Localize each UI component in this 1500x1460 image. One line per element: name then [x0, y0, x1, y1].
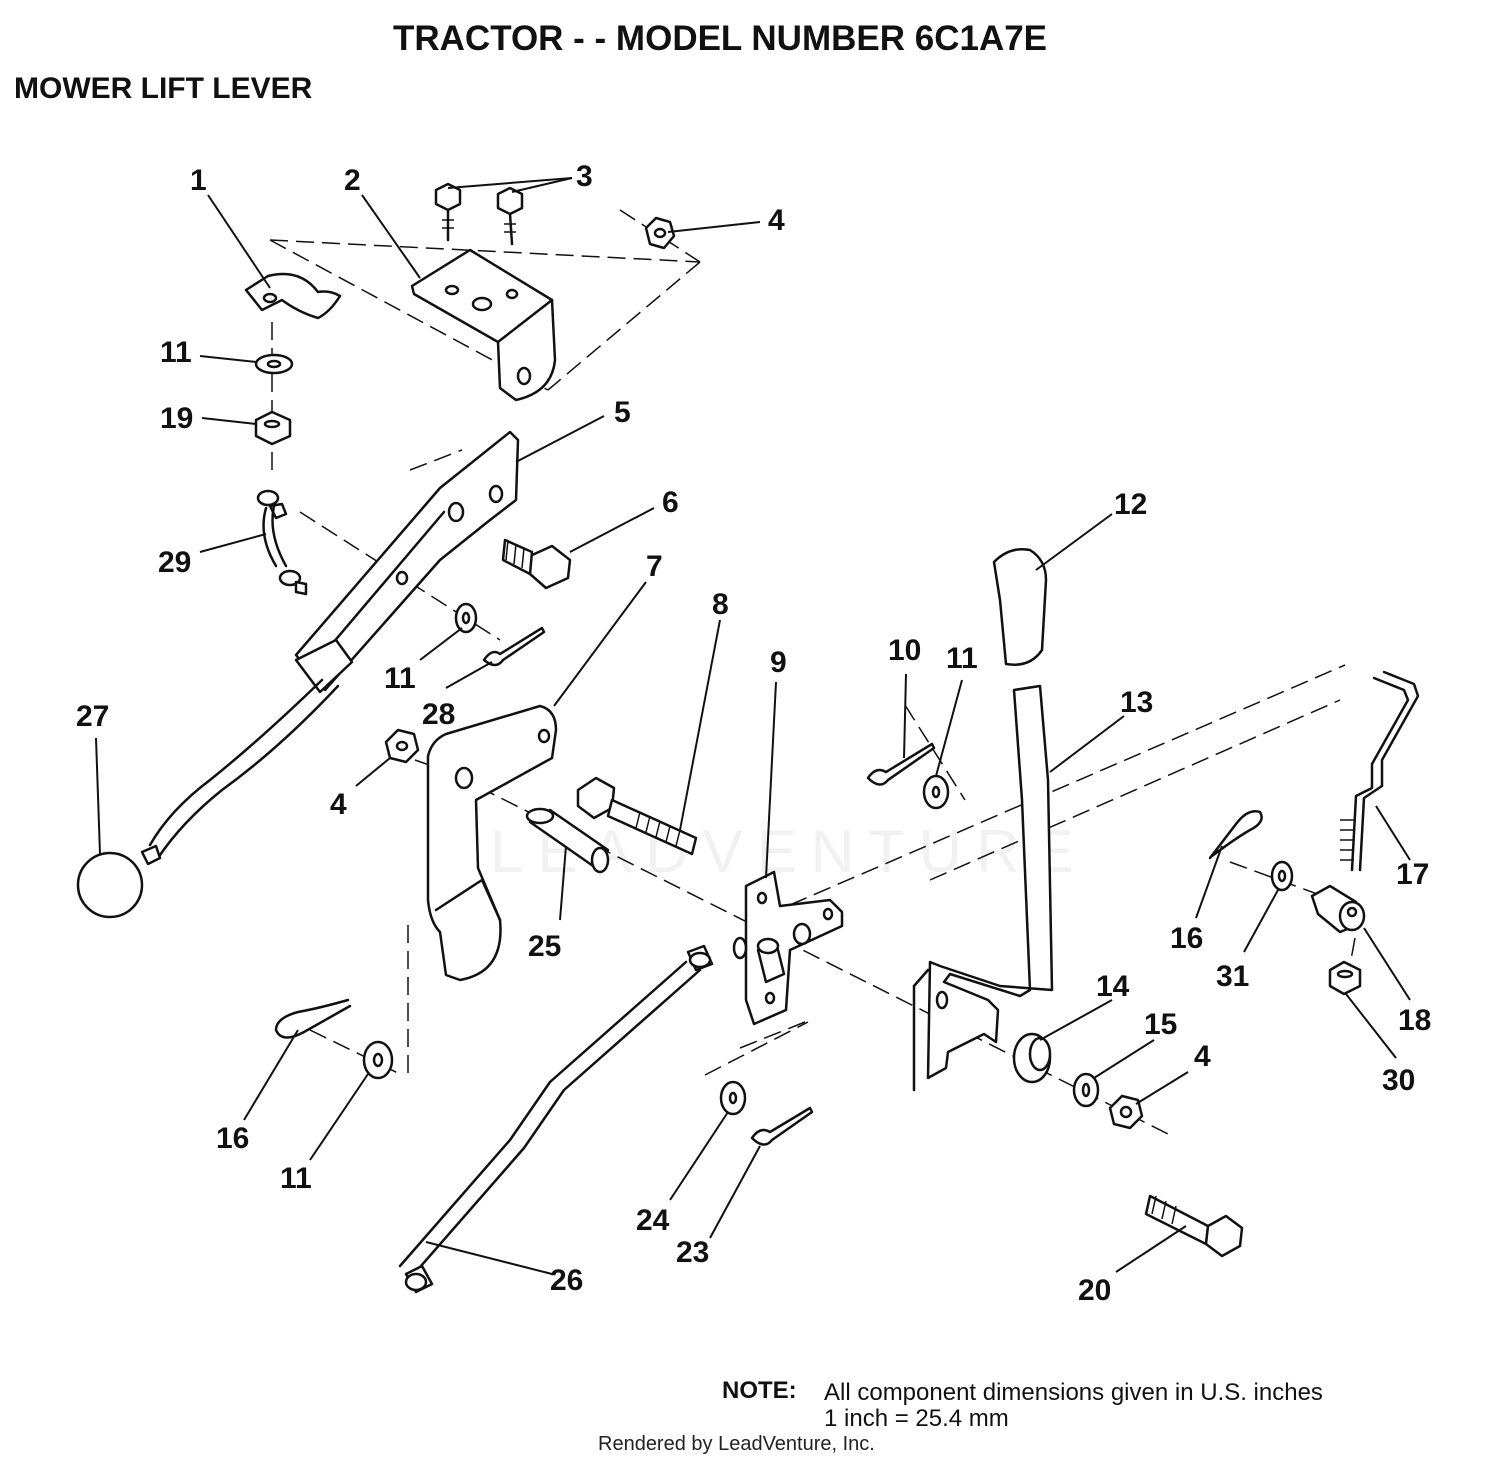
callout-14: 14 [1096, 970, 1130, 1003]
part-20-bolt [1144, 1194, 1244, 1258]
callout-11: 11 [280, 1162, 312, 1195]
part-17-threaded-rod [1340, 670, 1420, 872]
part-28-cotter-pin [482, 626, 546, 667]
callout-29: 29 [158, 546, 191, 579]
callout-4: 4 [768, 204, 785, 237]
callout-13: 13 [1120, 686, 1153, 719]
part-4-nut-lower [1108, 1094, 1144, 1130]
callouts: 1 2 3 4 11 19 5 6 29 12 7 8 9 10 11 11 2… [76, 160, 1431, 1307]
callout-24: 24 [636, 1204, 670, 1237]
section-title: MOWER LIFT LEVER [14, 72, 313, 105]
part-7-plate [426, 704, 558, 982]
callout-28: 28 [422, 698, 455, 731]
part-16-hair-pin-left [274, 998, 352, 1039]
part-23-cotter-pin [750, 1106, 814, 1146]
callout-26: 26 [550, 1264, 583, 1297]
callout-16: 16 [216, 1122, 249, 1155]
part-3-bolts [434, 182, 524, 246]
part-11-washer-mid [454, 602, 478, 634]
part-18-trunnion [1310, 884, 1366, 934]
part-16-hair-pin-right [1208, 810, 1263, 860]
callout-11: 11 [384, 662, 416, 695]
callout-20: 20 [1078, 1274, 1111, 1307]
callout-31: 31 [1216, 960, 1249, 993]
part-4-nut-top [644, 216, 676, 250]
callout-23: 23 [676, 1236, 709, 1269]
callout-4: 4 [330, 788, 347, 821]
part-31-washer [1270, 860, 1294, 892]
callout-7: 7 [646, 550, 663, 583]
part-25-spacer [525, 807, 610, 874]
callout-10: 10 [888, 634, 921, 667]
callout-11: 11 [160, 336, 192, 369]
page-title: TRACTOR - - MODEL NUMBER 6C1A7E [393, 19, 1047, 58]
part-4-nut-mid [384, 728, 420, 764]
callout-16: 16 [1170, 922, 1203, 955]
part-13-lift-lever [912, 684, 1054, 1092]
part-15-washer [1072, 1072, 1100, 1108]
part-30-nut [1328, 960, 1362, 996]
callout-17: 17 [1396, 858, 1429, 891]
callout-6: 6 [662, 486, 679, 519]
note-label: NOTE: [722, 1377, 797, 1404]
callout-2: 2 [344, 164, 361, 197]
part-2-bracket [410, 248, 557, 402]
callout-11: 11 [946, 642, 978, 675]
part-9-pivot-plate [732, 870, 844, 1026]
footer-credit: Rendered by LeadVenture, Inc. [598, 1433, 875, 1455]
part-6-bolt [501, 538, 572, 590]
callout-18: 18 [1398, 1004, 1431, 1037]
part-10-cotter-pin [866, 742, 936, 786]
callout-27: 27 [76, 700, 109, 733]
part-29-link [256, 489, 308, 596]
assembly-lines [269, 209, 1356, 1136]
callout-4: 4 [1194, 1040, 1211, 1073]
callout-5: 5 [614, 396, 631, 429]
part-19-nut [254, 410, 292, 446]
part-5-lift-arm [148, 430, 520, 860]
part-26-rod [398, 944, 714, 1294]
part-24-washer [719, 1080, 747, 1116]
callout-30: 30 [1382, 1064, 1415, 1097]
part-11-washer-left [254, 353, 294, 375]
part-11-washer-right [922, 774, 950, 810]
callout-3: 3 [576, 160, 593, 193]
part-1-clip [244, 272, 342, 320]
callout-9: 9 [770, 646, 787, 679]
part-14-bushing [1012, 1032, 1052, 1084]
callout-8: 8 [712, 588, 729, 621]
leader-lines [95, 177, 1411, 1275]
callout-15: 15 [1144, 1008, 1177, 1041]
callout-19: 19 [160, 402, 193, 435]
part-11-washer-lower [362, 1040, 394, 1080]
part-27-knob [76, 844, 162, 919]
callout-25: 25 [528, 930, 561, 963]
callout-1: 1 [190, 164, 207, 197]
note-line-2: 1 inch = 25.4 mm [824, 1405, 1009, 1432]
callout-12: 12 [1114, 488, 1147, 521]
note-line-1: All component dimensions given in U.S. i… [824, 1379, 1323, 1406]
dimension-note: NOTE: All component dimensions given in … [722, 1377, 1323, 1432]
part-8-bolt [576, 776, 698, 856]
part-12-grip [992, 548, 1048, 666]
